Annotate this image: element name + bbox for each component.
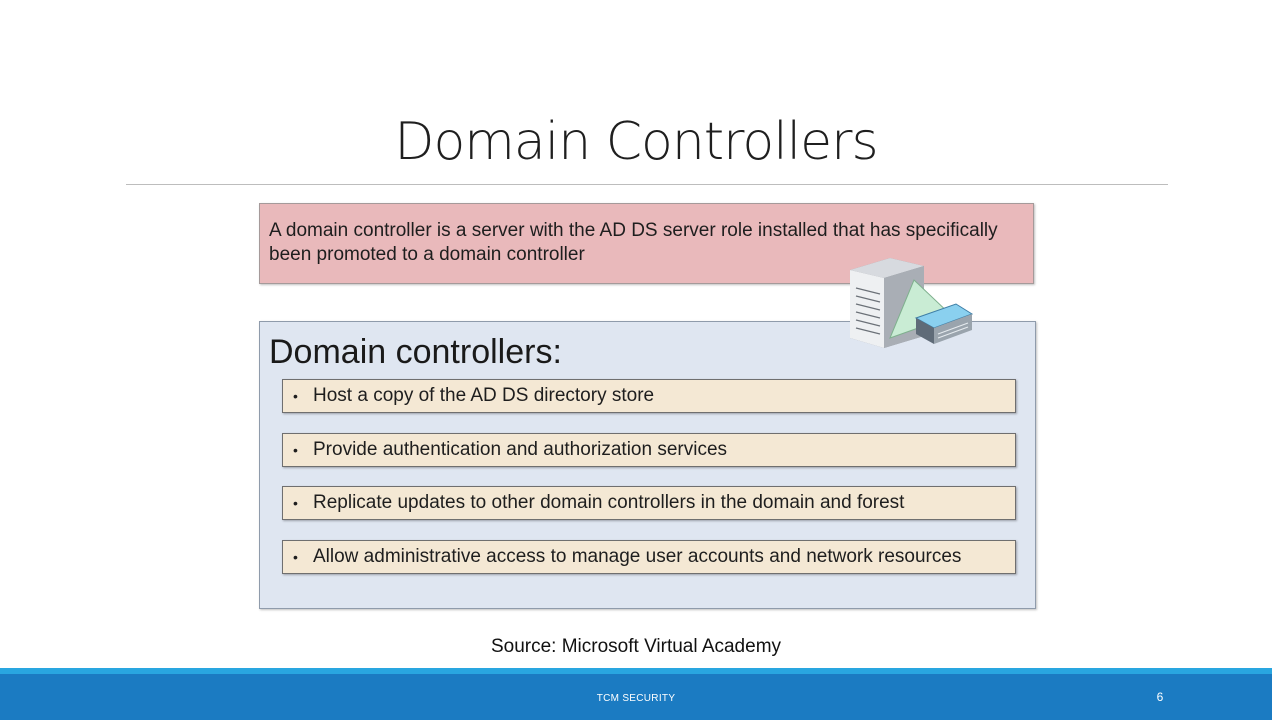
list-item: • Provide authentication and authorizatio…	[282, 433, 1016, 467]
list-item-text: Host a copy of the AD DS directory store	[313, 385, 655, 406]
bullet-icon: •	[293, 388, 298, 404]
footer-accent-bar	[0, 668, 1272, 674]
list-item-text: Provide authentication and authorization…	[313, 439, 728, 460]
bullet-icon: •	[293, 549, 298, 565]
server-directory-icon	[850, 258, 974, 348]
footer-label: TCM SECURITY	[596, 693, 676, 704]
definition-box: A domain controller is a server with the…	[259, 203, 1034, 284]
list-item-text: Allow administrative access to manage us…	[313, 546, 962, 567]
page-number: 6	[1156, 690, 1164, 704]
bullet-icon: •	[293, 442, 298, 458]
list-item: • Replicate updates to other domain contr…	[282, 486, 1016, 520]
footer-bar: TCM SECURITY 6	[0, 674, 1272, 720]
list-item: • Host a copy of the AD DS directory stor…	[282, 379, 1016, 413]
title-divider	[126, 184, 1168, 185]
bullet-icon: •	[293, 495, 298, 511]
list-item: • Allow administrative access to manage u…	[282, 540, 1016, 574]
definition-text: A domain controller is a server with the…	[269, 220, 998, 265]
domain-controllers-panel: Domain controllers: • Host a copy of the …	[259, 321, 1036, 609]
list-item-text: Replicate updates to other domain contro…	[313, 492, 905, 513]
source-citation: Source: Microsoft Virtual Academy	[490, 636, 782, 657]
panel-heading: Domain controllers:	[269, 333, 562, 371]
slide-title: Domain Controllers	[394, 112, 878, 172]
